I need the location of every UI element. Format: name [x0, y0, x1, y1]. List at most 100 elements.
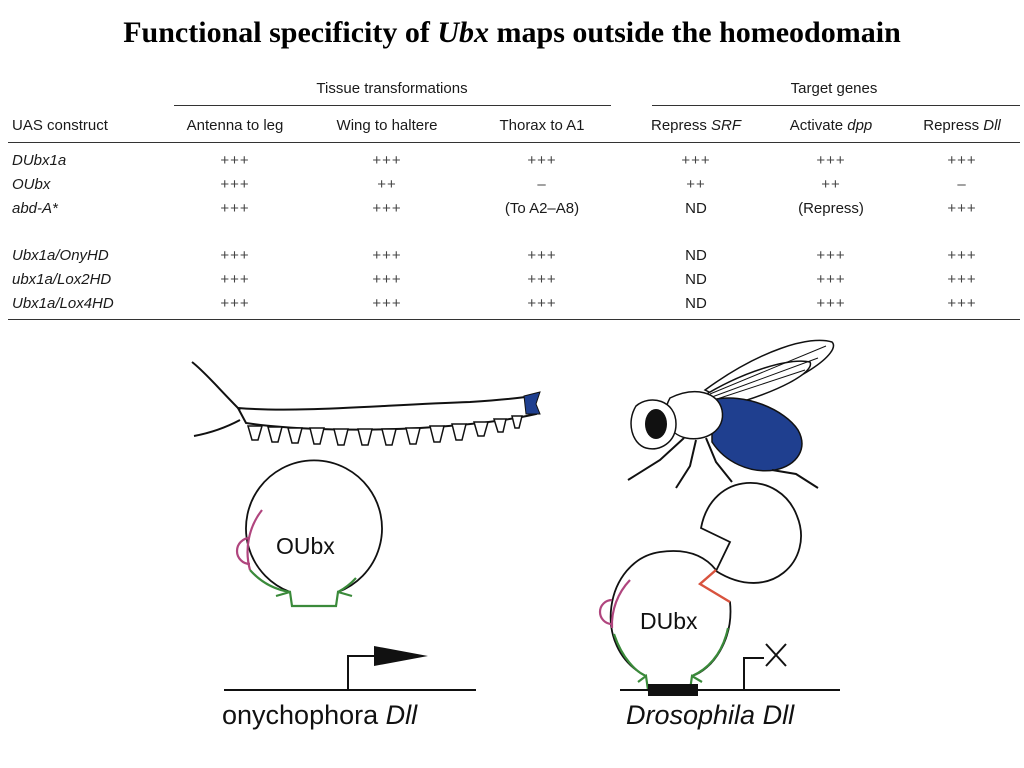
worm-leg: [405, 427, 421, 445]
title-italic-gene: Ubx: [437, 16, 490, 49]
row-2-construct: OUbx: [12, 176, 51, 193]
row-6-construct: Ubx1a/Lox4HD: [12, 295, 114, 312]
onychophora-dll-label-gene: Dll: [385, 700, 418, 730]
row-4-thorax: +++: [527, 247, 557, 264]
row-2-dpp: ++: [821, 176, 841, 193]
row-5-dll: +++: [947, 271, 977, 288]
row-2-dll: –: [957, 176, 967, 193]
worm-leg: [333, 428, 349, 446]
onychophora-dll-label-text: onychophora: [222, 700, 386, 730]
header-rule: [8, 142, 1020, 143]
row-3-dll: +++: [947, 200, 977, 217]
row-1-srf: +++: [681, 152, 711, 169]
worm-leg: [511, 415, 523, 429]
fly-abdomen-highlight: [711, 397, 803, 472]
worm-body: [236, 394, 538, 431]
row-3-construct: abd-A*: [12, 200, 58, 217]
worm-antenna-lower: [193, 419, 241, 437]
construct-table: Tissue transformations Target genes UAS …: [8, 70, 1020, 330]
row-6-antenna: +++: [220, 295, 250, 312]
row-1-construct: DUbx1a: [12, 152, 67, 169]
worm-leg: [247, 425, 263, 441]
table-bottom-rule: [8, 319, 1020, 320]
fly-legs: [627, 437, 819, 489]
oubx-protein-label: OUbx: [276, 533, 335, 559]
dubx-side-bump: [598, 598, 613, 626]
row-1-dll: +++: [947, 152, 977, 169]
row-3-thorax: (To A2–A8): [504, 200, 580, 217]
row-4-dll: +++: [947, 247, 977, 264]
row-4-wing: +++: [372, 247, 402, 264]
fly-leg: [675, 439, 697, 489]
row-6-wing: +++: [372, 295, 402, 312]
row-4-construct: Ubx1a/OnyHD: [12, 247, 109, 264]
oubx-dna-binding-foot: [275, 590, 353, 608]
onychophora-dll-promoter: [347, 655, 374, 690]
worm-leg: [309, 427, 325, 445]
group-rule-target: [652, 105, 1020, 106]
row-5-construct: ubx1a/Lox2HD: [12, 271, 112, 288]
row-5-thorax: +++: [527, 271, 557, 288]
row-1-thorax: +++: [527, 152, 557, 169]
onychophora-dll-label: onychophora Dll: [222, 700, 417, 731]
worm-leg: [429, 425, 445, 443]
row-1-dpp: +++: [816, 152, 846, 169]
dubx-green-domain: [612, 627, 730, 678]
col-header-wing: Wing to haltere: [336, 117, 438, 134]
row-4-dpp: +++: [816, 247, 846, 264]
drosophila-dll-binding-site: [648, 684, 698, 696]
group-header-tissue: Tissue transformations: [316, 80, 468, 97]
row-6-thorax: +++: [527, 295, 557, 312]
fly-wing-vein: [709, 345, 827, 401]
row-1-wing: +++: [372, 152, 402, 169]
slide-title: Functional specificity of Ubx maps outsi…: [0, 16, 1024, 50]
figure-area: OUbx DUbx onychophora Dll Drosophila Dll: [0, 330, 1024, 768]
col-header-srf-gene: SRF: [711, 117, 742, 134]
col-header-thorax: Thorax to A1: [499, 117, 585, 134]
worm-leg: [357, 428, 373, 446]
row-6-dll: +++: [947, 295, 977, 312]
drosophila-dll-gene: [620, 643, 840, 696]
group-header-target: Target genes: [790, 80, 878, 97]
fly-leg: [705, 437, 733, 483]
row-3-wing: +++: [372, 200, 402, 217]
col-header-dll: Repress Dll: [923, 117, 1001, 134]
fly-leg: [627, 437, 685, 481]
col-header-dpp-gene: dpp: [847, 117, 873, 134]
title-text-start: Functional specificity of: [123, 16, 438, 49]
group-rule-tissue: [174, 105, 611, 106]
onychophoran-illustration: [191, 361, 541, 446]
col-header-dll-gene: Dll: [983, 117, 1001, 134]
col-header-construct: UAS construct: [12, 117, 108, 134]
figure-drawing: [191, 339, 840, 696]
row-5-dpp: +++: [816, 271, 846, 288]
dubx-protein-label: DUbx: [640, 608, 698, 634]
row-2-thorax: –: [537, 176, 547, 193]
row-6-dpp: +++: [816, 295, 846, 312]
oubx-side-bump: [235, 536, 251, 566]
worm-leg: [381, 428, 397, 446]
col-header-srf: Repress SRF: [651, 117, 741, 134]
onychophora-dll-gene: [224, 646, 476, 691]
fly-wings: [698, 339, 835, 409]
onychophora-dll-arrow-icon: [374, 646, 428, 666]
drosophila-illustration: [627, 339, 835, 489]
row-6-srf: ND: [685, 295, 707, 312]
worm-leg: [267, 426, 283, 443]
col-header-antenna: Antenna to leg: [186, 117, 284, 134]
partner-protein: [699, 482, 802, 584]
worm-legs: [247, 415, 523, 446]
row-4-srf: ND: [685, 247, 707, 264]
col-header-dpp-text: Activate: [789, 117, 848, 134]
dubx-magenta-domain: [610, 579, 631, 629]
oubx-protein-diagram: [235, 459, 383, 608]
worm-leg: [287, 427, 303, 444]
row-2-srf: ++: [686, 176, 706, 193]
col-header-dll-text: Repress: [923, 117, 984, 134]
row-1-antenna: +++: [220, 152, 250, 169]
worm-tail-highlight: [523, 391, 541, 415]
row-2-wing: ++: [377, 176, 397, 193]
row-3-antenna: +++: [220, 200, 250, 217]
row-4-antenna: +++: [220, 247, 250, 264]
row-5-antenna: +++: [220, 271, 250, 288]
